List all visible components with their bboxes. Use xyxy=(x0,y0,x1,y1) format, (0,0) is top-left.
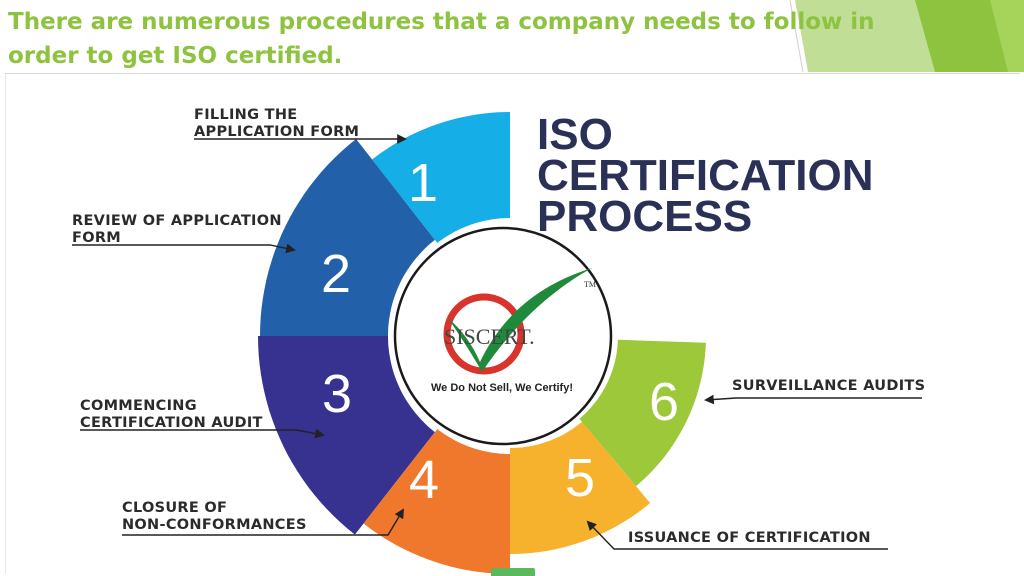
footer-tab xyxy=(491,568,535,576)
logo-trademark: TM xyxy=(584,280,596,289)
step-segment-3 xyxy=(258,336,435,535)
step-number-4: 4 xyxy=(409,450,439,510)
step-number-5: 5 xyxy=(565,448,595,508)
pointer-arrow-6 xyxy=(704,394,922,405)
step-segment-2 xyxy=(260,139,435,336)
step-number-2: 2 xyxy=(321,244,351,304)
step-number-1: 1 xyxy=(408,153,438,213)
step-label-5: ISSUANCE OF CERTIFICATION xyxy=(628,530,871,546)
pointer-arrow-5 xyxy=(586,520,888,550)
checkmark-icon xyxy=(448,268,592,372)
step-number-6: 6 xyxy=(649,372,679,432)
slide-title: There are numerous procedures that a com… xyxy=(8,9,875,69)
step-segment-1 xyxy=(372,112,510,243)
theme-shape-edge xyxy=(990,0,1024,72)
step-segment-6 xyxy=(579,339,706,487)
step-label-3: COMMENCING CERTIFICATION AUDIT xyxy=(80,398,263,431)
theme-line xyxy=(789,0,804,73)
step-label-6: SURVEILLANCE AUDITS xyxy=(732,378,925,394)
logo-tagline: We Do Not Sell, We Certify! xyxy=(431,382,573,394)
siscert-logo: SISCERT. TM We Do Not Sell, We Certify! xyxy=(393,226,613,446)
step-label-1: FILLING THE APPLICATION FORM xyxy=(194,107,359,140)
step-label-4: CLOSURE OF NON-CONFORMANCES xyxy=(122,500,307,533)
step-segment-5 xyxy=(510,421,651,554)
logo-wordmark: SISCERT. xyxy=(444,324,535,349)
step-number-3: 3 xyxy=(322,364,352,424)
step-segment-4 xyxy=(363,429,510,574)
pointer-arrow-2 xyxy=(72,243,296,254)
diagram-heading: ISO CERTIFICATION PROCESS xyxy=(537,110,886,241)
step-label-2: REVIEW OF APPLICATION FORM xyxy=(72,213,287,246)
pointer-arrow-4 xyxy=(122,508,405,536)
pointer-arrow-3 xyxy=(80,428,325,439)
logo-red-circle xyxy=(443,293,525,375)
